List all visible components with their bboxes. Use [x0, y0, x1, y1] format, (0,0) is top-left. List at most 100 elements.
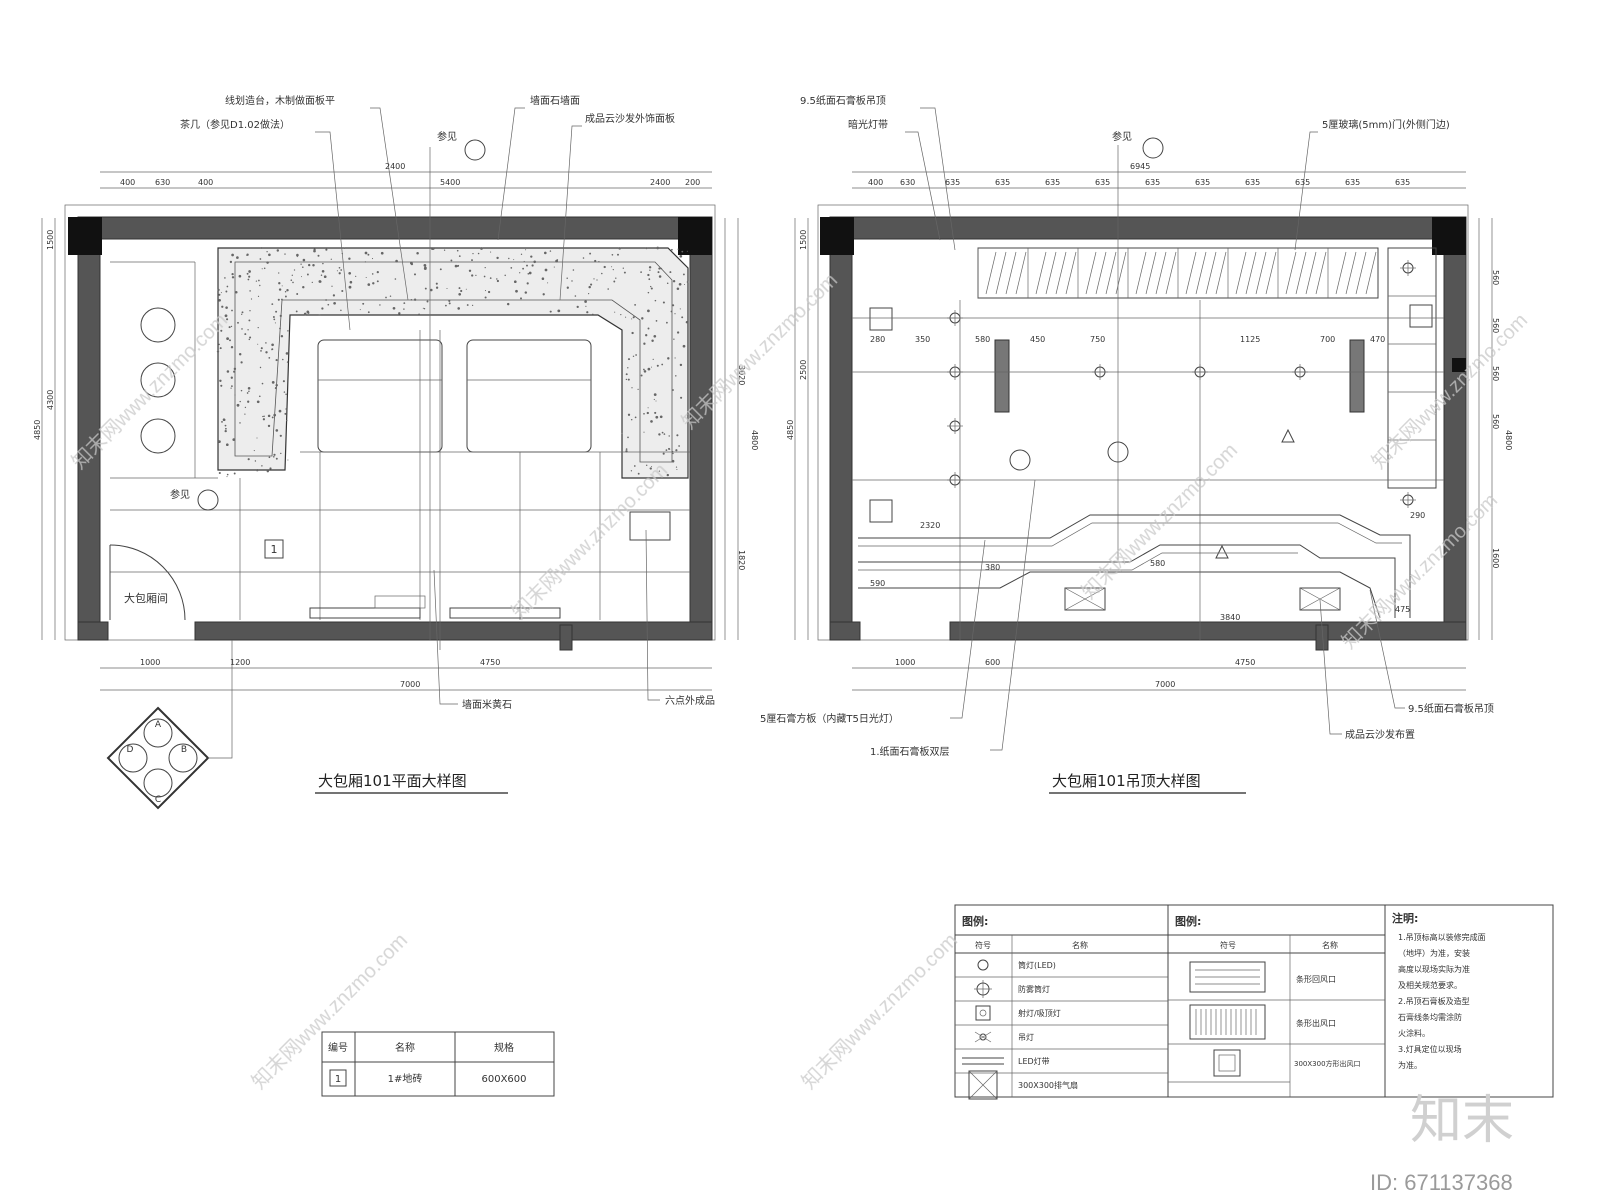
legend-note-line: 高度以现场实际为准	[1398, 964, 1470, 974]
plan-dim-left: 1500	[46, 230, 55, 250]
ceiling-band-3	[858, 571, 1381, 619]
ceiling-band-1	[858, 514, 1411, 618]
plan-ref-marker-top	[464, 139, 486, 161]
material-header-name: 名称	[395, 1041, 415, 1054]
watermark-site: 知末网www.znzmo.com	[797, 929, 962, 1094]
plan-dim-top: 630	[155, 178, 170, 187]
legend-mid-symbols	[1189, 961, 1266, 1077]
plan-dim-bottom: 1200	[230, 658, 250, 667]
plan-tv-unit	[374, 595, 426, 609]
plan-leader-6	[645, 529, 660, 701]
material-header-code: 编号	[328, 1041, 348, 1054]
ceiling-dim-bottom: 4750	[1235, 658, 1255, 667]
ceiling-linear-light	[994, 339, 1010, 413]
plan-wall-bottom	[194, 621, 713, 641]
ceiling-dim-top: 635	[1045, 178, 1060, 187]
watermark-site: 知末网www.znzmo.com	[507, 459, 672, 624]
plan-wall-pier	[559, 624, 573, 651]
ceiling-wall-right	[1443, 239, 1467, 641]
ceiling-dim-top: 635	[1395, 178, 1410, 187]
ceiling-ref-marker-top	[1142, 137, 1164, 159]
ceiling-glass-panels	[977, 248, 1377, 298]
plan-stool	[140, 307, 176, 343]
legend-mid-item: 300X300方形出风口	[1294, 1059, 1361, 1068]
ceiling-dim-mid: 700	[1320, 335, 1335, 344]
plan-dim-top: 2400	[650, 178, 670, 187]
plan-dim-bottom: 1000	[140, 658, 160, 667]
legend-title-left: 图例:	[962, 914, 988, 928]
ceiling-ref-label-top: 参见	[1112, 130, 1132, 143]
ceiling-dim-left: 1500	[799, 230, 808, 250]
plan-title: 大包厢101平面大样图	[318, 772, 467, 790]
plan-dim-left: 4300	[46, 390, 55, 410]
ceiling-grid-lines	[852, 300, 1444, 640]
plan-ref-marker-left	[197, 489, 219, 511]
ceiling-callout-4: 5厘石膏方板（内藏T5日光灯）	[760, 712, 899, 725]
ceiling-dim-top: 635	[995, 178, 1010, 187]
legend-note-line: 3.灯具定位以现场	[1398, 1044, 1462, 1054]
ceiling-column-mid	[1452, 358, 1466, 372]
floor-plan: 1 大包厢间 参见 参见 线划造台，木制做面板平 茶几（参见D1.02做法） 墙…	[33, 94, 759, 810]
plan-callout-3: 墙面石墙面	[530, 94, 580, 107]
ceiling-dim-lower: 3840	[1220, 613, 1240, 622]
plan-dim-right: 1820	[737, 550, 746, 570]
legend-mid-item: 条形回风口	[1296, 974, 1336, 984]
ceiling-dim-lower: 2320	[920, 521, 940, 530]
ceiling-dimension-frame	[817, 204, 1469, 641]
plan-column-tr	[678, 217, 712, 255]
ceiling-dim-top: 635	[1345, 178, 1360, 187]
plan-dim-top: 400	[120, 178, 135, 187]
plan-compass: A B C D	[106, 640, 233, 810]
ceiling-dim-top: 400	[868, 178, 883, 187]
ceiling-dim-right: 560	[1491, 270, 1500, 285]
legend-note-line: （地坪）为准，安装	[1398, 948, 1470, 958]
ceiling-dim-right: 1600	[1491, 548, 1500, 568]
plan-leader-5	[433, 569, 458, 705]
plan-wall-bottom-stub	[77, 621, 109, 641]
plan-dim-left: 4850	[33, 420, 42, 440]
plan-wall-top	[77, 216, 713, 240]
ceiling-dim-lower: 380	[985, 563, 1000, 572]
ceiling-leader-2	[905, 131, 941, 241]
ceiling-callout-3: 5厘玻璃(5mm)门(外侧门边)	[1322, 118, 1450, 131]
plan-leader-1	[370, 107, 409, 301]
ceiling-dim-right: 560	[1491, 366, 1500, 381]
legend-notes: 1.吊顶标高以装修完成面（地坪）为准，安装高度以现场实际为准及相关规范要求。2.…	[1398, 932, 1486, 1070]
plan-callout-5: 墙面米黄石	[462, 698, 512, 711]
legend-note-line: 1.吊顶标高以装修完成面	[1398, 932, 1486, 942]
plan-dim-bottom-overall: 7000	[400, 680, 420, 689]
material-header-spec: 规格	[494, 1041, 514, 1054]
legend-note-line: 石膏线条均需涂防	[1398, 1012, 1462, 1022]
ceiling-leader-4	[950, 539, 986, 719]
watermark-site: 知末网www.znzmo.com	[247, 929, 412, 1094]
ceiling-dim-lower: 475	[1395, 605, 1410, 614]
plan-dim-top: 400	[198, 178, 213, 187]
ceiling-callout-1: 9.5纸面石膏板吊顶	[800, 94, 886, 107]
plan-side-cabinet	[629, 511, 671, 541]
legend-left-item: 吊灯	[1018, 1032, 1034, 1042]
ceiling-dim-left: 2500	[799, 360, 808, 380]
compass-label-a: A	[155, 720, 162, 730]
ceiling-plan: 参见 9.5纸面石膏板吊顶 暗光灯带 5厘玻璃(5mm)门(外侧门边) 5厘石膏…	[760, 94, 1513, 794]
ceiling-glass-strip-right	[1387, 247, 1437, 489]
plan-dim-right: 3020	[737, 365, 746, 385]
plan-ref-label-left: 参见	[170, 488, 190, 501]
legend-left-item: LED灯带	[1018, 1056, 1050, 1066]
compass-label-c: C	[155, 795, 161, 805]
plan-coffee-table-right	[466, 339, 592, 453]
ceiling-ref-marker	[1009, 449, 1031, 471]
plan-dim-right: 4800	[750, 430, 759, 450]
ceiling-dim-bottom: 1000	[895, 658, 915, 667]
ceiling-dim-left: 4850	[786, 420, 795, 440]
ceiling-leader-7	[1319, 599, 1342, 735]
compass-label-b: B	[181, 745, 187, 755]
ceiling-dim-bottom-overall: 7000	[1155, 680, 1175, 689]
ceiling-dim-lower: 590	[870, 579, 885, 588]
plan-dim-bottom: 4750	[480, 658, 500, 667]
plan-tv-bench-left	[309, 607, 421, 619]
